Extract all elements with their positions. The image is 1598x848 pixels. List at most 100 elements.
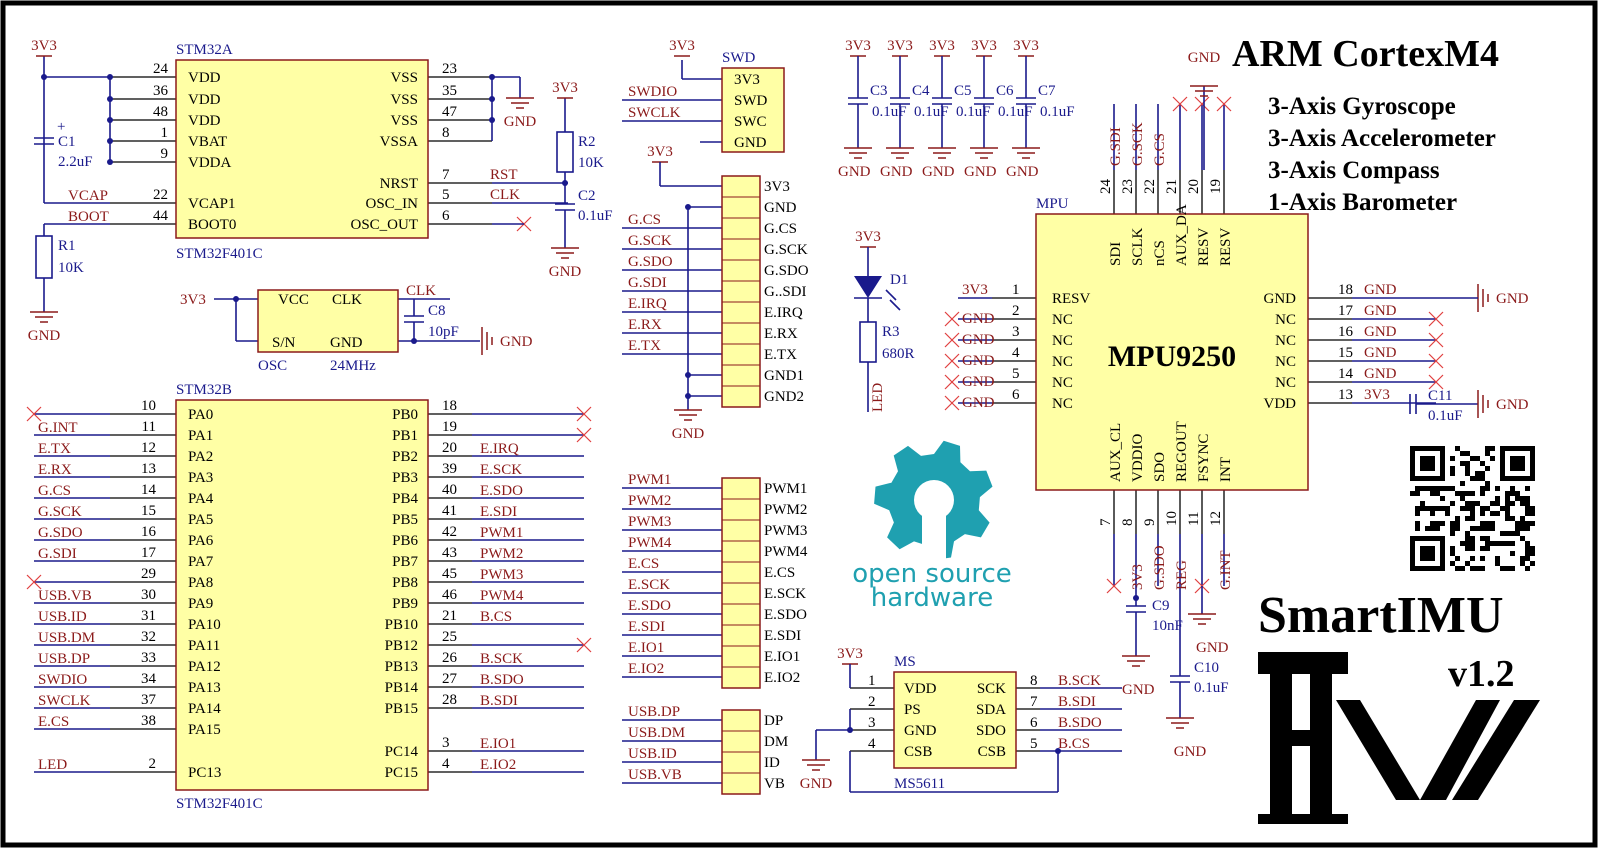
qr-module [1490, 526, 1495, 531]
pin-number: 20 [442, 440, 457, 456]
pin-name: PB2 [392, 449, 418, 465]
qr-module [1495, 561, 1500, 566]
ground-label: GND [1188, 50, 1221, 66]
qr-module [1455, 526, 1460, 531]
pin-name: PA4 [188, 491, 214, 507]
ext-header-pin: GND2 [764, 389, 804, 405]
pin-number: 16 [1338, 324, 1354, 340]
qr-module [1460, 481, 1465, 486]
pin-name: VSS [390, 70, 418, 86]
pin-number: 17 [1338, 303, 1354, 319]
ms-net: B.SCK [1058, 673, 1101, 689]
qr-module [1530, 546, 1535, 551]
qr-module [1450, 561, 1455, 566]
qr-module [1435, 486, 1440, 491]
power-label: 3V3 [855, 229, 881, 245]
net-label: SWDIO [38, 672, 87, 688]
pin-name: AUX_DA [1174, 204, 1190, 266]
ground-label: GND [672, 426, 705, 442]
ground-label: GND [838, 164, 871, 180]
qr-module [1435, 506, 1440, 511]
pin-number: 18 [1338, 282, 1353, 298]
qr-module [1485, 451, 1490, 456]
r2-value: 10K [578, 155, 604, 171]
net-label: E.TX [38, 441, 71, 457]
qr-module [1460, 541, 1465, 546]
qr-module [1520, 561, 1525, 566]
power-label: 3V3 [837, 646, 863, 662]
qr-code [1410, 446, 1535, 571]
qr-module [1485, 506, 1490, 511]
ext-header-pin: GND [764, 200, 797, 216]
c8-value: 10pF [428, 324, 459, 340]
qr-module [1490, 456, 1495, 461]
qr-module [1525, 546, 1530, 551]
mpu-net: G.SDO [1152, 545, 1168, 590]
mpu-part: MPU9250 [1108, 340, 1236, 373]
pwm-net: PWM1 [628, 472, 671, 488]
ground-label: GND [1196, 640, 1229, 656]
qr-module [1505, 496, 1510, 501]
ms-net: B.SDO [1058, 715, 1102, 731]
mpu-net: GND [962, 395, 995, 411]
mpu-net: 3V3 [1364, 387, 1390, 403]
pin-name: SCLK [1130, 227, 1146, 266]
mpu-net: G.CS [1152, 133, 1168, 166]
qr-module [1505, 511, 1510, 516]
qr-module [1485, 536, 1490, 541]
pin-name: FSYNC [1196, 434, 1212, 482]
hw-logo [1258, 652, 1540, 824]
qr-module [1470, 516, 1475, 521]
qr-module [1505, 516, 1510, 521]
pwm-net: E.CS [628, 556, 659, 572]
qr-module [1480, 546, 1485, 551]
pin-name: VSSA [380, 134, 419, 150]
qr-module [1455, 521, 1460, 526]
pwm-net: PWM2 [628, 493, 671, 509]
pin-name: PB14 [385, 680, 419, 696]
qr-module [1520, 526, 1525, 531]
pin-number: 32 [141, 629, 156, 645]
qr-module [1470, 556, 1475, 561]
pin-number: 24 [153, 61, 169, 77]
qr-module [1470, 491, 1475, 496]
power-label: 3V3 [887, 38, 913, 54]
pin-name: PB7 [392, 554, 418, 570]
ground-label: GND [1496, 291, 1529, 307]
pin-number: 37 [141, 692, 157, 708]
qr-module [1525, 506, 1530, 511]
qr-module [1450, 526, 1455, 531]
pin-name: SDO [1152, 452, 1168, 482]
pin-name: PA8 [188, 575, 213, 591]
pin-name: PB12 [385, 638, 418, 654]
pin-name: PB8 [392, 575, 418, 591]
power-label: 3V3 [845, 38, 871, 54]
qr-module [1460, 451, 1465, 456]
no-connect-mark [1428, 332, 1444, 348]
c1-ref: C1 [58, 134, 76, 150]
pin-name: PA15 [188, 722, 221, 738]
pin-number: 5 [1012, 366, 1020, 382]
pin-name: PA1 [188, 428, 213, 444]
qr-module [1495, 556, 1500, 561]
pin-number: 20 [1186, 179, 1202, 194]
qr-module [1520, 556, 1525, 561]
no-connect-mark [1106, 578, 1122, 594]
pin-number: 14 [1338, 366, 1354, 382]
pin-name: PB13 [385, 659, 418, 675]
qr-module [1470, 456, 1475, 461]
usb-header-pin: DP [764, 713, 783, 729]
pin-name: OSC_IN [365, 196, 418, 212]
ground-label: GND [549, 264, 582, 280]
qr-module [1480, 521, 1485, 526]
ms-net: B.SDI [1058, 694, 1096, 710]
ext-net: G.SDI [628, 275, 667, 291]
qr-module [1480, 526, 1485, 531]
qr-module [1520, 521, 1525, 526]
c2-ref: C2 [578, 188, 596, 204]
osc-pin: GND [330, 335, 363, 351]
pin-number: 5 [1030, 736, 1038, 752]
pin-name: PA2 [188, 449, 213, 465]
qr-module [1430, 486, 1435, 491]
c10-value: 0.1uF [1194, 680, 1229, 696]
